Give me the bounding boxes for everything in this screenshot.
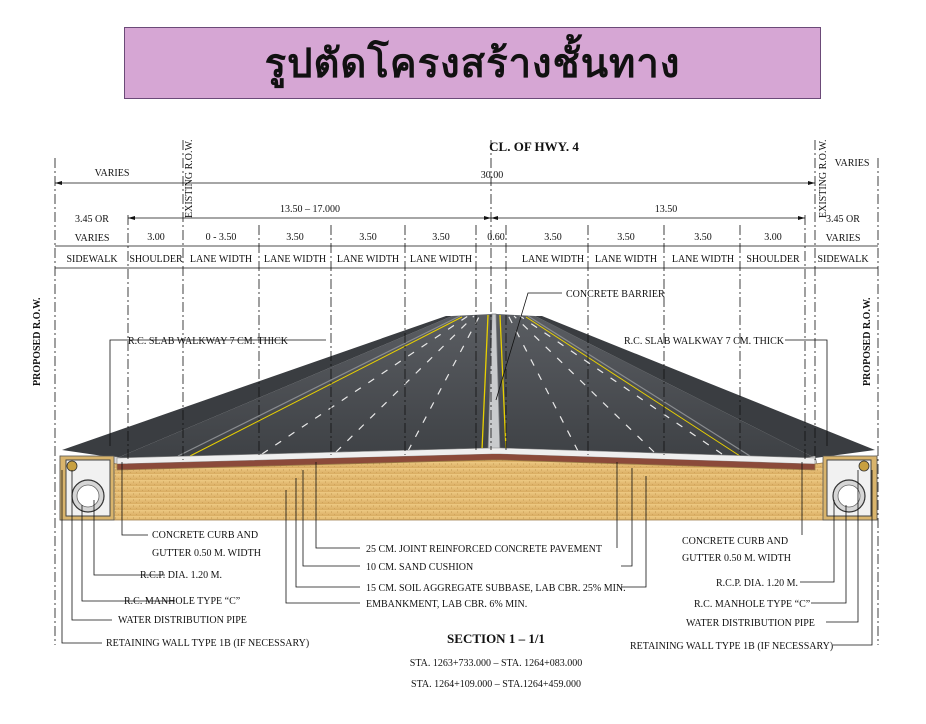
pavement-label: 25 CM. JOINT REINFORCED CONCRETE PAVEMEN… <box>366 544 602 555</box>
wall-left-label: RETAINING WALL TYPE 1B (IF NECESSARY) <box>106 638 309 649</box>
element-lane: LANE WIDTH <box>410 254 472 265</box>
dimension-arrows <box>55 181 815 220</box>
left-water-pipe <box>66 460 78 472</box>
centerline-label: CL. OF HWY. 4 <box>489 139 579 154</box>
element-lane: LANE WIDTH <box>522 254 584 265</box>
element-lane: LANE WIDTH <box>190 254 252 265</box>
leader-lines <box>61 292 873 646</box>
manhole-right-label: R.C. MANHOLE TYPE “C” <box>694 599 810 610</box>
proposed-row-left: PROPOSED R.O.W. <box>32 297 43 386</box>
element-sidewalk-right: SIDEWALK <box>817 254 869 265</box>
station-range-1: STA. 1263+733.000 – STA. 1264+083.000 <box>410 658 582 669</box>
segment-width: 3.50 <box>617 232 635 243</box>
embankment-fill <box>59 455 878 521</box>
left-half-width-label: 13.50 – 17.000 <box>280 204 340 215</box>
segment-width: 3.50 <box>694 232 712 243</box>
page-title: รูปตัดโครงสร้างชั้นทาง <box>264 41 681 87</box>
element-sidewalk-left: SIDEWALK <box>66 254 118 265</box>
pavement-layers <box>59 447 878 521</box>
manhole-left-label: R.C. MANHOLE TYPE “C” <box>124 596 240 607</box>
varies-left-label: VARIES <box>95 168 130 179</box>
segment-width: 3.50 <box>432 232 450 243</box>
element-lane: LANE WIDTH <box>337 254 399 265</box>
title-banner: รูปตัดโครงสร้างชั้นทาง <box>124 27 821 99</box>
element-lane: LANE WIDTH <box>264 254 326 265</box>
curb-left-label-b: GUTTER 0.50 M. WIDTH <box>152 548 261 559</box>
sidewalk-right-width-a: 3.45 OR <box>826 214 860 225</box>
segment-width: 0.60 <box>487 232 505 243</box>
proposed-row-right: PROPOSED R.O.W. <box>862 297 873 386</box>
left-sidewalk-surface <box>62 316 452 458</box>
walkway-left-label: R.C. SLAB WALKWAY 7 CM. THICK <box>128 336 289 347</box>
sand-label: 10 CM. SAND CUSHION <box>366 562 473 573</box>
station-range-2: STA. 1264+109.000 – STA.1264+459.000 <box>411 679 581 690</box>
walkway-right-label: R.C. SLAB WALKWAY 7 CM. THICK <box>624 336 785 347</box>
section-title: SECTION 1 – 1/1 <box>447 631 545 646</box>
annotation-labels: CL. OF HWY. 4 VARIES VARIES 30.00 13.50 … <box>32 139 873 690</box>
segment-width: 3.00 <box>147 232 165 243</box>
rcp-left-label: R.C.P. DIA. 1.20 M. <box>140 570 222 581</box>
element-lane: LANE WIDTH <box>672 254 734 265</box>
right-half-width-label: 13.50 <box>655 204 678 215</box>
concrete-barrier-label: CONCRETE BARRIER <box>566 289 665 300</box>
segment-width: 3.50 <box>544 232 562 243</box>
curb-right-label-b: GUTTER 0.50 M. WIDTH <box>682 553 791 564</box>
element-shoulder-left: SHOULDER <box>129 254 183 265</box>
right-water-pipe <box>858 460 870 472</box>
existing-row-right: EXISTING R.O.W. <box>818 139 829 218</box>
total-width-label: 30.00 <box>481 170 504 181</box>
rcp-right-label: R.C.P. DIA. 1.20 M. <box>716 578 798 589</box>
water-right-label: WATER DISTRIBUTION PIPE <box>686 618 815 629</box>
subbase-label: 15 CM. SOIL AGGREGATE SUBBASE, LAB CBR. … <box>366 583 626 594</box>
segment-width: 0 - 3.50 <box>206 232 237 243</box>
segment-width: 3.50 <box>359 232 377 243</box>
sidewalk-left-width-a: 3.45 OR <box>75 214 109 225</box>
element-shoulder-right: SHOULDER <box>746 254 800 265</box>
curb-left-label-a: CONCRETE CURB AND <box>152 530 258 541</box>
embankment-label: EMBANKMENT, LAB CBR. 6% MIN. <box>366 599 527 610</box>
water-left-label: WATER DISTRIBUTION PIPE <box>118 615 247 626</box>
right-roadway <box>496 314 815 458</box>
element-lane: LANE WIDTH <box>595 254 657 265</box>
varies-right-label: VARIES <box>835 158 870 169</box>
sidewalk-left-width-b: VARIES <box>75 233 110 244</box>
right-sidewalk-surface <box>535 316 875 458</box>
curb-right-label-a: CONCRETE CURB AND <box>682 536 788 547</box>
segment-width: 3.50 <box>286 232 304 243</box>
segment-width: 3.00 <box>764 232 782 243</box>
wall-right-label: RETAINING WALL TYPE 1B (IF NECESSARY) <box>630 641 833 652</box>
sidewalk-right-width-b: VARIES <box>826 233 861 244</box>
existing-row-left: EXISTING R.O.W. <box>184 139 195 218</box>
